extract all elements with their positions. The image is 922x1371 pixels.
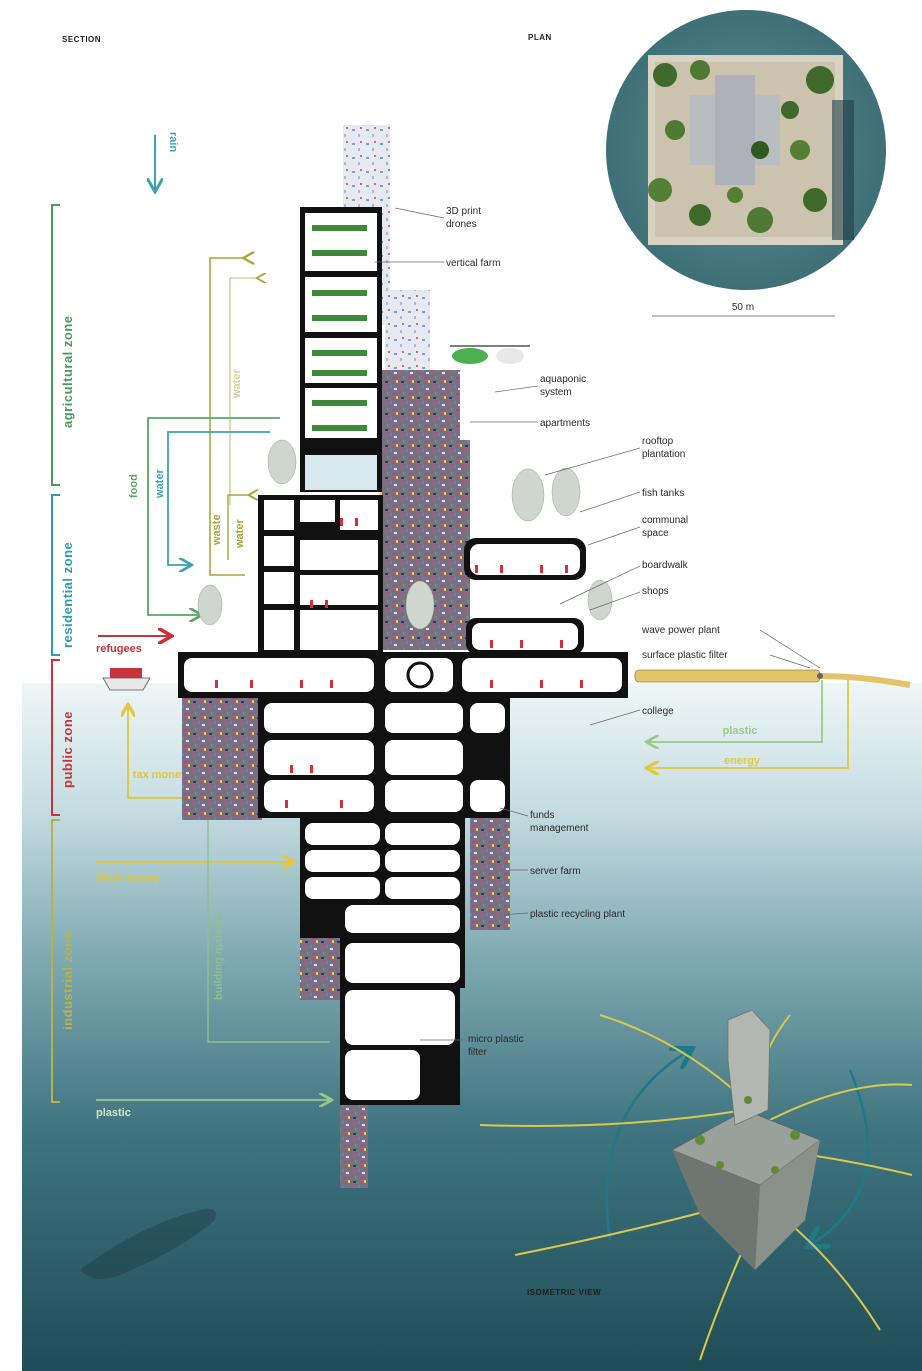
helicopter bbox=[450, 345, 530, 364]
food-label: food bbox=[128, 474, 140, 498]
label-communal: communal bbox=[642, 515, 688, 526]
label-shops: shops bbox=[642, 586, 669, 597]
label-vertical-farm: vertical farm bbox=[446, 258, 500, 269]
label-surface-filter: surface plastic filter bbox=[642, 650, 728, 661]
water-faint-label: water bbox=[231, 369, 243, 399]
illicit-money-label: illicit money bbox=[96, 873, 160, 885]
plan-heading: PLAN bbox=[528, 33, 552, 42]
isometric-heading: ISOMETRIC VIEW bbox=[527, 1288, 601, 1297]
label-3d-print-drones-2: drones bbox=[446, 219, 477, 230]
label-server-farm: server farm bbox=[530, 866, 581, 877]
label-funds: funds bbox=[530, 810, 554, 821]
water-label: water bbox=[154, 469, 166, 499]
label-college: college bbox=[642, 706, 674, 717]
plan-view bbox=[606, 10, 886, 290]
plastic-right-arrow bbox=[648, 680, 823, 742]
label-communal-2: space bbox=[642, 528, 669, 539]
zone-brackets bbox=[51, 204, 60, 1103]
water-small-label: water bbox=[234, 519, 246, 549]
water-flow-line bbox=[167, 431, 270, 565]
waste-flow-line bbox=[209, 258, 245, 576]
wave-power-plant bbox=[634, 669, 911, 688]
right-labels: 3D print drones vertical farm aquaponic … bbox=[375, 206, 821, 1058]
label-wave-power: wave power plant bbox=[641, 625, 720, 636]
zone-agricultural: agricultural zone bbox=[60, 315, 75, 428]
food-flow-line bbox=[147, 417, 280, 615]
plastic-right-label: plastic bbox=[723, 725, 758, 737]
faint-flow-line bbox=[229, 278, 258, 505]
label-apartments: apartments bbox=[540, 418, 590, 429]
refugee-boat bbox=[102, 668, 151, 691]
label-aquaponic-2: system bbox=[540, 387, 572, 398]
refugees-label: refugees bbox=[96, 643, 142, 655]
building-section bbox=[178, 125, 628, 1188]
zone-industrial: industrial zone bbox=[60, 931, 75, 1030]
plastic-bottom-label: plastic bbox=[96, 1107, 131, 1119]
whale-silhouette bbox=[80, 1208, 216, 1279]
label-fish-tanks: fish tanks bbox=[642, 488, 684, 499]
label-micro-filter-2: filter bbox=[468, 1047, 488, 1058]
label-recycling: plastic recycling plant bbox=[530, 909, 625, 920]
water-small-flow-line bbox=[227, 495, 250, 560]
tax-money-label: tax money bbox=[133, 769, 188, 781]
zone-residential: residential zone bbox=[60, 542, 75, 648]
rain-label: rain bbox=[167, 132, 179, 152]
label-funds-2: management bbox=[530, 823, 589, 834]
section-heading: SECTION bbox=[62, 35, 101, 44]
building-material-label: building material bbox=[213, 912, 225, 1000]
building-material-line bbox=[207, 820, 330, 1043]
scale-label: 50 m bbox=[732, 302, 754, 313]
energy-label: energy bbox=[724, 755, 761, 767]
label-rooftop-2: plantation bbox=[642, 449, 685, 460]
label-3d-print-drones: 3D print bbox=[446, 206, 481, 217]
isometric-view bbox=[479, 1009, 913, 1361]
energy-arrow bbox=[648, 680, 849, 768]
label-boardwalk: boardwalk bbox=[642, 560, 689, 571]
waste-label: waste bbox=[211, 514, 223, 546]
label-aquaponic: aquaponic bbox=[540, 374, 586, 385]
zone-public: public zone bbox=[60, 711, 75, 788]
label-rooftop: rooftop bbox=[642, 436, 674, 447]
label-micro-filter: micro plastic bbox=[468, 1034, 524, 1045]
